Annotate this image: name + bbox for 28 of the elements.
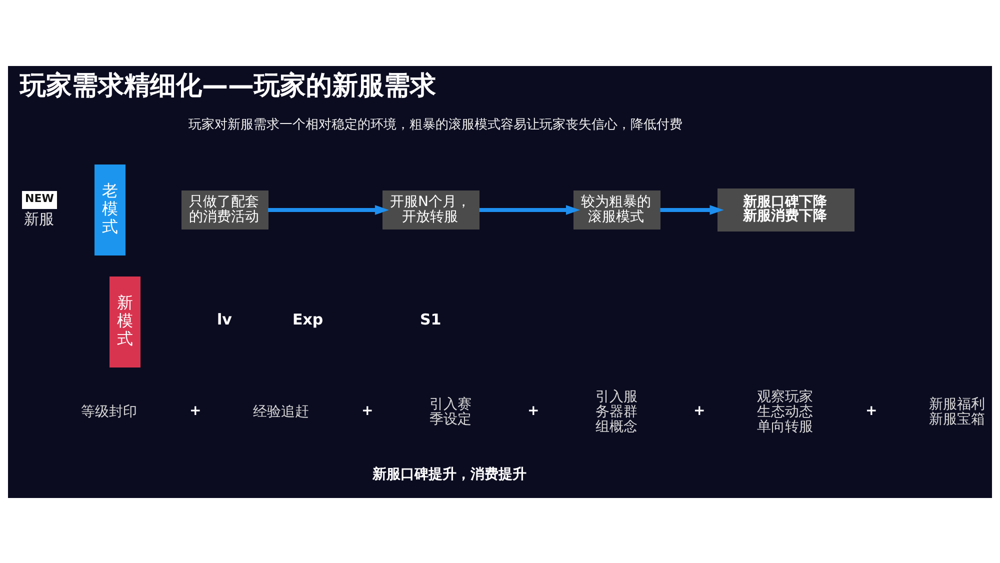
label: 新服福利新服宝箱 — [929, 396, 985, 428]
label: 新服口碑提升，消费提升 — [372, 466, 526, 482]
label: 经验追赶 — [253, 404, 309, 420]
node-box: NEW — [22, 190, 57, 208]
diagram-title: 玩家需求精细化——玩家的新服需求 — [20, 70, 436, 100]
label: 玩家对新服需求一个相对稳定的环境，粗暴的滚服模式容易让玩家丧失信心，降低付费 — [188, 116, 682, 132]
node-box: 老模式 — [94, 164, 126, 255]
label: + — [362, 402, 374, 419]
node-box: 新服口碑下降 新服消费下降 — [718, 188, 854, 231]
label: + — [866, 402, 878, 419]
label: S1 — [420, 310, 442, 328]
arrow — [660, 204, 724, 214]
label: 引入服务器群组概念 — [596, 388, 638, 435]
label: + — [528, 402, 540, 419]
label: Exp — [292, 310, 324, 328]
node-box: 开服N个月，开放转服 — [382, 190, 480, 229]
label: 观察玩家生态动态单向转服 — [757, 388, 813, 435]
label: 引入赛季设定 — [430, 396, 472, 428]
label: lv — [217, 310, 232, 328]
node-box: 较为粗暴的滚服模式 — [574, 190, 660, 229]
label: + — [190, 402, 202, 419]
label: + — [694, 402, 706, 419]
node-box: 新模式 — [110, 276, 140, 367]
arrow — [268, 204, 389, 214]
arrow — [479, 204, 580, 214]
node-label: 新服 — [24, 210, 54, 228]
label: 等级封印 — [81, 404, 137, 420]
node-box: 只做了配套的消费活动 — [182, 190, 268, 229]
